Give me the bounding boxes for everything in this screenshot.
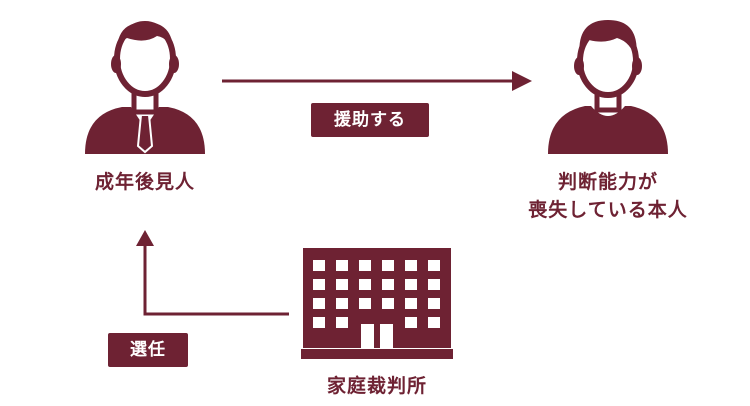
principal-label-line1: 判断能力が [557,171,658,193]
office-building-icon [301,248,453,359]
appoint-arrow [136,230,289,316]
support-arrow [222,71,532,91]
appoint-badge: 選任 [108,333,188,367]
principal-label: 判断能力が 喪失している本人 [470,168,746,224]
person-with-tie-icon [85,21,205,154]
support-badge: 援助する [311,103,429,137]
court-label: 家庭裁判所 [326,375,427,397]
person-icon [548,20,668,154]
principal-label-line2: 喪失している本人 [528,199,688,221]
guardian-label: 成年後見人 [94,171,195,193]
